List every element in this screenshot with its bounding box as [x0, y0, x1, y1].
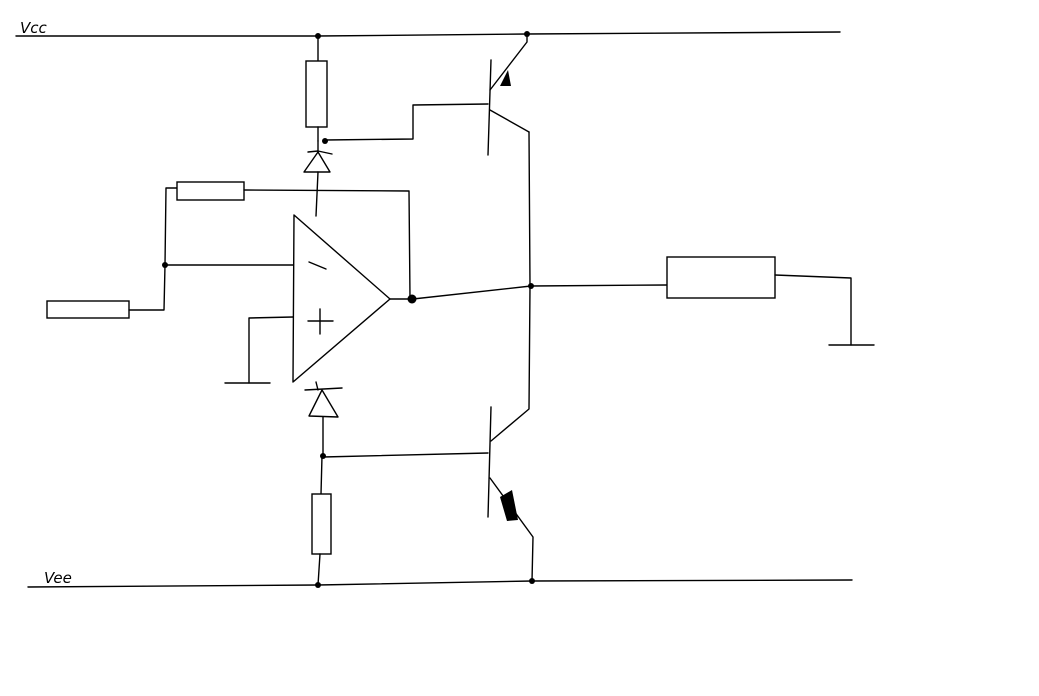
- positive-rail-label: Vcc: [20, 19, 48, 37]
- input-resistor: [46, 264, 166, 319]
- positive-rail: [15, 31, 841, 37]
- lower-base-wire: [322, 452, 489, 458]
- junction-dot: [322, 138, 328, 144]
- junction-dot: [529, 578, 535, 584]
- opamp: − +: [164, 214, 391, 384]
- negative-rail-label: Vee: [44, 569, 72, 587]
- upper-emitter-arrow: [500, 70, 511, 86]
- lower-emitter-arrow: [500, 490, 518, 521]
- noninverting-input-wire: [248, 316, 294, 384]
- upper-bias-resistor: [305, 35, 328, 142]
- junction-dot: [320, 453, 326, 459]
- lower-bias-resistor: [311, 455, 332, 586]
- feedback-resistor: [164, 181, 411, 299]
- upper-base-wire: [324, 103, 489, 141]
- lower-transistor: [487, 285, 534, 582]
- output-junction-dot: [407, 294, 417, 304]
- noninverting-input-symbol: [307, 308, 334, 335]
- load-resistor: [530, 256, 875, 346]
- negative-rail: [27, 579, 853, 588]
- upper-zener-diode: [303, 140, 333, 217]
- junction-dot: [524, 31, 530, 37]
- inverting-input-symbol: [308, 261, 327, 270]
- opamp-triangle: [292, 214, 391, 383]
- lower-diode: [304, 381, 343, 457]
- junction-dot: [315, 33, 321, 39]
- upper-transistor: [487, 33, 531, 287]
- junction-dot: [315, 582, 321, 588]
